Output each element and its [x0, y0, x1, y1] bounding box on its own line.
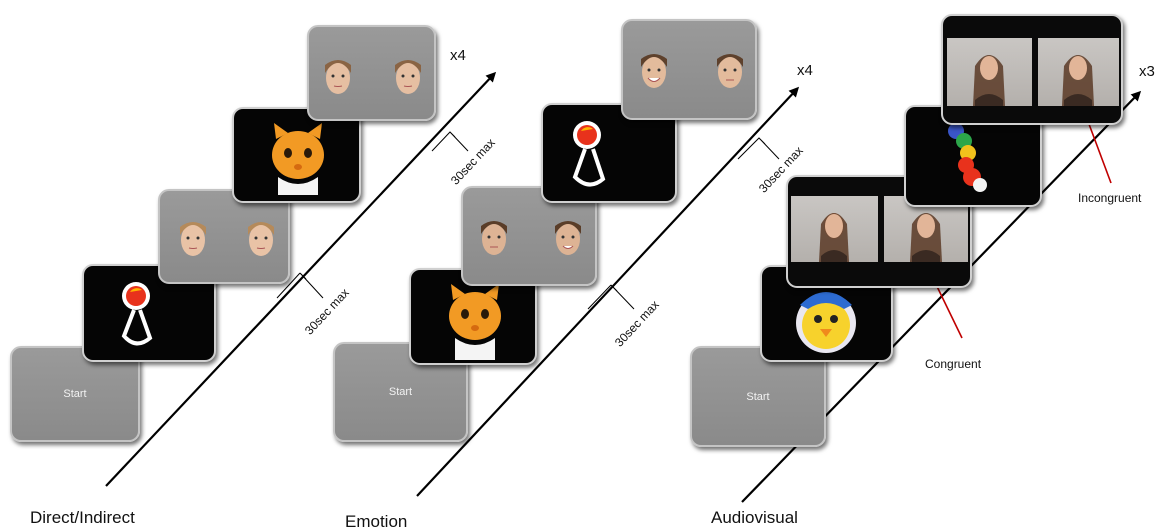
video-pair-congruent: [786, 175, 972, 288]
video-panel-right: [884, 196, 968, 262]
face-right: [248, 222, 274, 256]
attention-getter-rattle: [541, 103, 677, 203]
block-label: Direct/Indirect: [30, 508, 135, 527]
speaker-icon: [910, 213, 942, 262]
face-left: [641, 54, 667, 88]
face-pair-stimulus: [158, 189, 290, 284]
face-left: [325, 60, 351, 94]
chick-toy-icon: [796, 292, 856, 353]
timeline-arrow-1: [105, 71, 497, 487]
duration-bracket: [587, 284, 635, 310]
video-panel-left: [791, 196, 878, 262]
duration-bracket: [276, 272, 324, 299]
timeline-arrow-2: [416, 86, 800, 497]
face-right: [555, 221, 581, 255]
start-screen: Start: [10, 346, 140, 442]
speaker-icon: [819, 213, 849, 262]
rattle-icon: [572, 121, 606, 187]
attention-getter-cat: [232, 107, 361, 203]
face-pair-stimulus: [307, 25, 436, 121]
start-label: Start: [746, 390, 770, 403]
repetition-label: x3: [1139, 63, 1155, 80]
block-label: Audiovisual: [711, 508, 798, 527]
rattle-icon: [121, 282, 153, 346]
cat-toy-icon: [449, 284, 501, 360]
caterpillar-toy-icon: [945, 116, 987, 192]
face-right: [395, 60, 421, 94]
start-screen: Start: [690, 346, 826, 447]
speaker-icon: [973, 55, 1005, 106]
face-pair-stimulus: [621, 19, 757, 120]
cat-toy-icon: [272, 123, 324, 195]
duration-bracket: [737, 137, 780, 160]
start-label: Start: [388, 386, 413, 398]
face-right: [717, 54, 743, 88]
video-pair-incongruent: [941, 14, 1123, 125]
repetition-label: x4: [450, 47, 466, 64]
block-label: Emotion: [345, 512, 408, 531]
speaker-icon: [1062, 55, 1094, 106]
video-panel-left: [947, 38, 1032, 106]
start-label: Start: [63, 388, 87, 400]
face-left: [481, 221, 507, 255]
incongruent-label: Incongruent: [1078, 191, 1142, 205]
congruent-label: Congruent: [925, 357, 982, 371]
repetition-label: x4: [797, 62, 813, 79]
duration-bracket: [431, 131, 469, 152]
face-left: [180, 222, 206, 256]
video-panel-right: [1038, 38, 1119, 106]
